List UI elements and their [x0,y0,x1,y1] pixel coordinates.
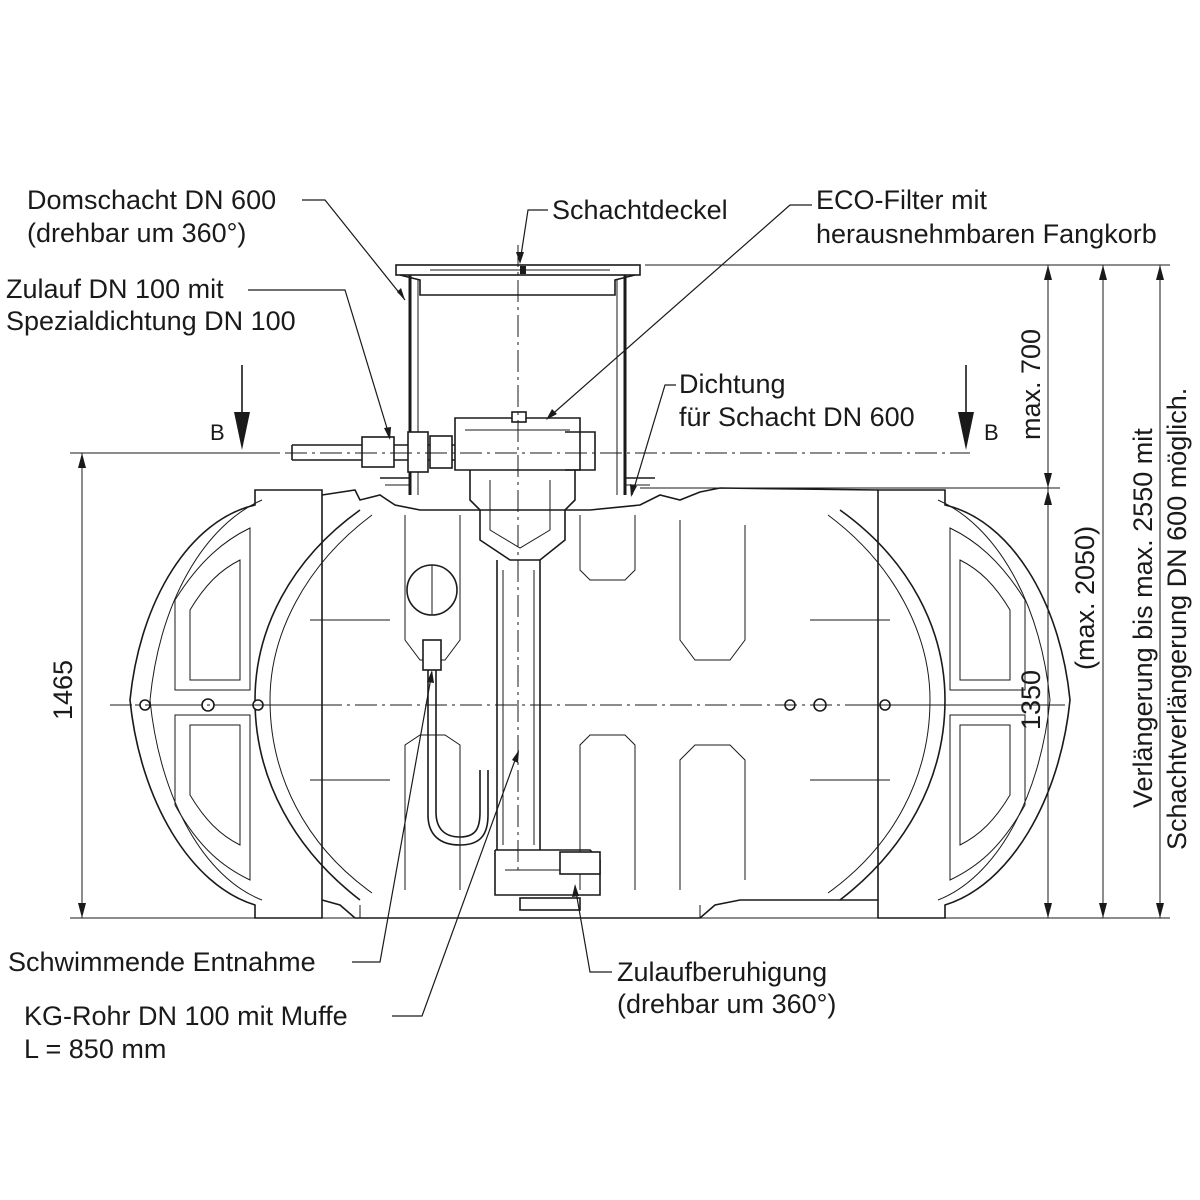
dim-extension-line2: Schachtverlängerung DN 600 möglich. [1162,388,1192,850]
label-schachtdeckel: Schachtdeckel [552,195,728,225]
dim-1350: 1350 [1016,670,1046,730]
section-letter-left: B [210,420,225,445]
eco-filter [291,411,596,561]
label-eco-filter-line1: ECO-Filter mit [816,185,987,215]
label-dichtung-line1: Dichtung [679,369,786,399]
label-dichtung-line2: für Schacht DN 600 [679,402,915,432]
label-domschacht-line1: Domschacht DN 600 [27,185,276,215]
dim-max-700: max. 700 [1016,329,1046,440]
section-mark-right: B [958,365,999,450]
section-mark-left: B [210,365,250,450]
label-eco-filter-line2: herausnehmbaren Fangkorb [816,219,1157,249]
label-zulaufberuhigung-line2: (drehbar um 360°) [617,989,836,1019]
tank-body [129,487,1071,919]
label-zulauf-line2: Spezialdichtung DN 100 [6,306,296,336]
dim-extension-line1: Verlängerung bis max. 2550 mit [1128,428,1158,808]
label-zulaufberuhigung-line1: Zulaufberuhigung [617,957,827,987]
label-kg-rohr-line2: L = 850 mm [24,1034,166,1064]
kg-pipe [494,560,601,911]
label-domschacht-line2: (drehbar um 360°) [27,218,246,248]
dim-max-2050: (max. 2050) [1070,526,1100,670]
center-lines [110,245,970,870]
dim-1465: 1465 [48,660,78,720]
label-kg-rohr-line1: KG-Rohr DN 100 mit Muffe [24,1001,348,1031]
callouts: Domschacht DN 600 (drehbar um 360°) Scha… [6,185,1157,1064]
section-letter-right: B [984,420,999,445]
label-schwimmende-entnahme: Schwimmende Entnahme [8,947,316,977]
label-zulauf-line1: Zulauf DN 100 mit [6,274,224,304]
leader-lines [248,199,812,1017]
dimension-lines [70,264,1170,919]
